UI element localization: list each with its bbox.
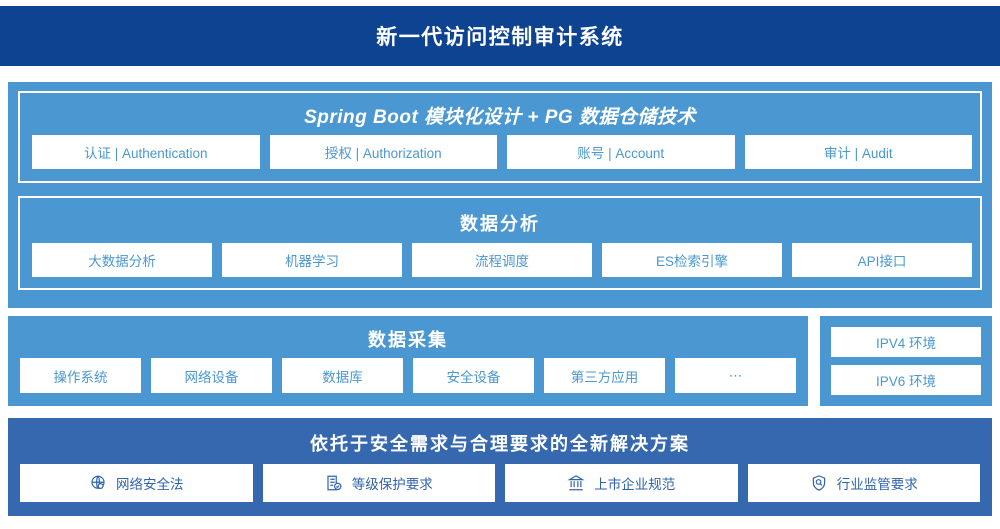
chip-label: 行业监管要求 bbox=[836, 477, 918, 492]
compliance-title: 依托于安全需求与合理要求的全新解决方案 bbox=[310, 434, 690, 454]
shield-search-icon bbox=[810, 474, 828, 492]
chip-label: ⋯ bbox=[728, 367, 743, 383]
chip-label: IPV4 环境 bbox=[875, 336, 937, 351]
data-analysis-chip-row: 大数据分析 机器学习 流程调度 ES检索引擎 API接口 bbox=[32, 243, 972, 277]
platform-chip-row: 认证 | Authentication 授权 | Authorization 账… bbox=[32, 135, 972, 169]
chip-ipv6-environment[interactable]: IPV6 环境 bbox=[831, 365, 981, 395]
document-check-icon bbox=[325, 474, 343, 492]
data-collection-panel: 数据采集 操作系统 网络设备 数据库 安全设备 第三方应用 ⋯ bbox=[8, 316, 808, 406]
chip-label: 等级保护要求 bbox=[351, 477, 433, 492]
platform-title: Spring Boot 模块化设计 + PG 数据仓储技术 bbox=[304, 107, 696, 128]
chip-label: API接口 bbox=[857, 254, 907, 269]
chip-label: 授权 | Authorization bbox=[324, 146, 442, 161]
chip-listed-company-standard[interactable]: 上市企业规范 bbox=[505, 464, 738, 502]
chip-account[interactable]: 账号 | Account bbox=[507, 135, 735, 169]
bank-building-icon bbox=[567, 474, 585, 492]
environment-panel: IPV4 环境 IPV6 环境 bbox=[820, 316, 992, 406]
chip-more-ellipsis[interactable]: ⋯ bbox=[675, 358, 796, 393]
chip-label: IPV6 环境 bbox=[875, 374, 937, 389]
data-collection-chip-row: 操作系统 网络设备 数据库 安全设备 第三方应用 ⋯ bbox=[20, 358, 796, 393]
chip-label: 网络安全法 bbox=[116, 477, 184, 492]
chip-third-party-app[interactable]: 第三方应用 bbox=[544, 358, 665, 393]
chip-label: 第三方应用 bbox=[570, 369, 639, 385]
chip-api-interface[interactable]: API接口 bbox=[792, 243, 972, 277]
compliance-chip-row: 网络安全法 等级保护要求 bbox=[20, 464, 980, 502]
chip-authorization[interactable]: 授权 | Authorization bbox=[269, 135, 497, 169]
data-collection-title: 数据采集 bbox=[368, 330, 448, 350]
chip-label: 审计 | Audit bbox=[823, 146, 893, 161]
chip-es-search-engine[interactable]: ES检索引擎 bbox=[602, 243, 782, 277]
page-header: 新一代访问控制审计系统 bbox=[0, 6, 1000, 66]
chip-security-device[interactable]: 安全设备 bbox=[413, 358, 534, 393]
chip-industry-regulatory-requirement[interactable]: 行业监管要求 bbox=[747, 464, 980, 502]
chip-label: 网络设备 bbox=[184, 369, 239, 385]
platform-analysis-panel: Spring Boot 模块化设计 + PG 数据仓储技术 认证 | Authe… bbox=[8, 82, 992, 308]
chip-label: 机器学习 bbox=[285, 254, 339, 269]
chip-label: ES检索引擎 bbox=[655, 254, 728, 269]
chip-label: 流程调度 bbox=[475, 254, 529, 269]
chip-label: 账号 | Account bbox=[577, 146, 665, 161]
chip-label: 认证 | Authentication bbox=[83, 146, 208, 161]
globe-icon bbox=[89, 474, 107, 492]
chip-label: 数据库 bbox=[322, 369, 363, 385]
compliance-panel: 依托于安全需求与合理要求的全新解决方案 网络安全法 bbox=[8, 418, 992, 516]
platform-subpanel: Spring Boot 模块化设计 + PG 数据仓储技术 认证 | Authe… bbox=[18, 91, 982, 183]
data-analysis-subpanel: 数据分析 大数据分析 机器学习 流程调度 ES检索引擎 API接口 bbox=[18, 196, 982, 290]
chip-process-scheduling[interactable]: 流程调度 bbox=[412, 243, 592, 277]
chip-machine-learning[interactable]: 机器学习 bbox=[222, 243, 402, 277]
chip-cybersecurity-law[interactable]: 网络安全法 bbox=[20, 464, 253, 502]
chip-label: 操作系统 bbox=[53, 369, 108, 385]
chip-ipv4-environment[interactable]: IPV4 环境 bbox=[831, 327, 981, 357]
chip-network-device[interactable]: 网络设备 bbox=[151, 358, 272, 393]
environment-chip-column: IPV4 环境 IPV6 环境 bbox=[831, 327, 981, 395]
chip-database[interactable]: 数据库 bbox=[282, 358, 403, 393]
chip-label: 大数据分析 bbox=[88, 254, 156, 269]
data-analysis-title: 数据分析 bbox=[460, 214, 540, 234]
chip-audit[interactable]: 审计 | Audit bbox=[744, 135, 972, 169]
chip-grade-protection-requirement[interactable]: 等级保护要求 bbox=[262, 464, 495, 502]
chip-label: 上市企业规范 bbox=[594, 477, 676, 492]
page-title: 新一代访问控制审计系统 bbox=[376, 26, 624, 49]
chip-authentication[interactable]: 认证 | Authentication bbox=[32, 135, 260, 169]
chip-operating-system[interactable]: 操作系统 bbox=[20, 358, 141, 393]
chip-big-data-analysis[interactable]: 大数据分析 bbox=[32, 243, 212, 277]
chip-label: 安全设备 bbox=[446, 369, 501, 385]
